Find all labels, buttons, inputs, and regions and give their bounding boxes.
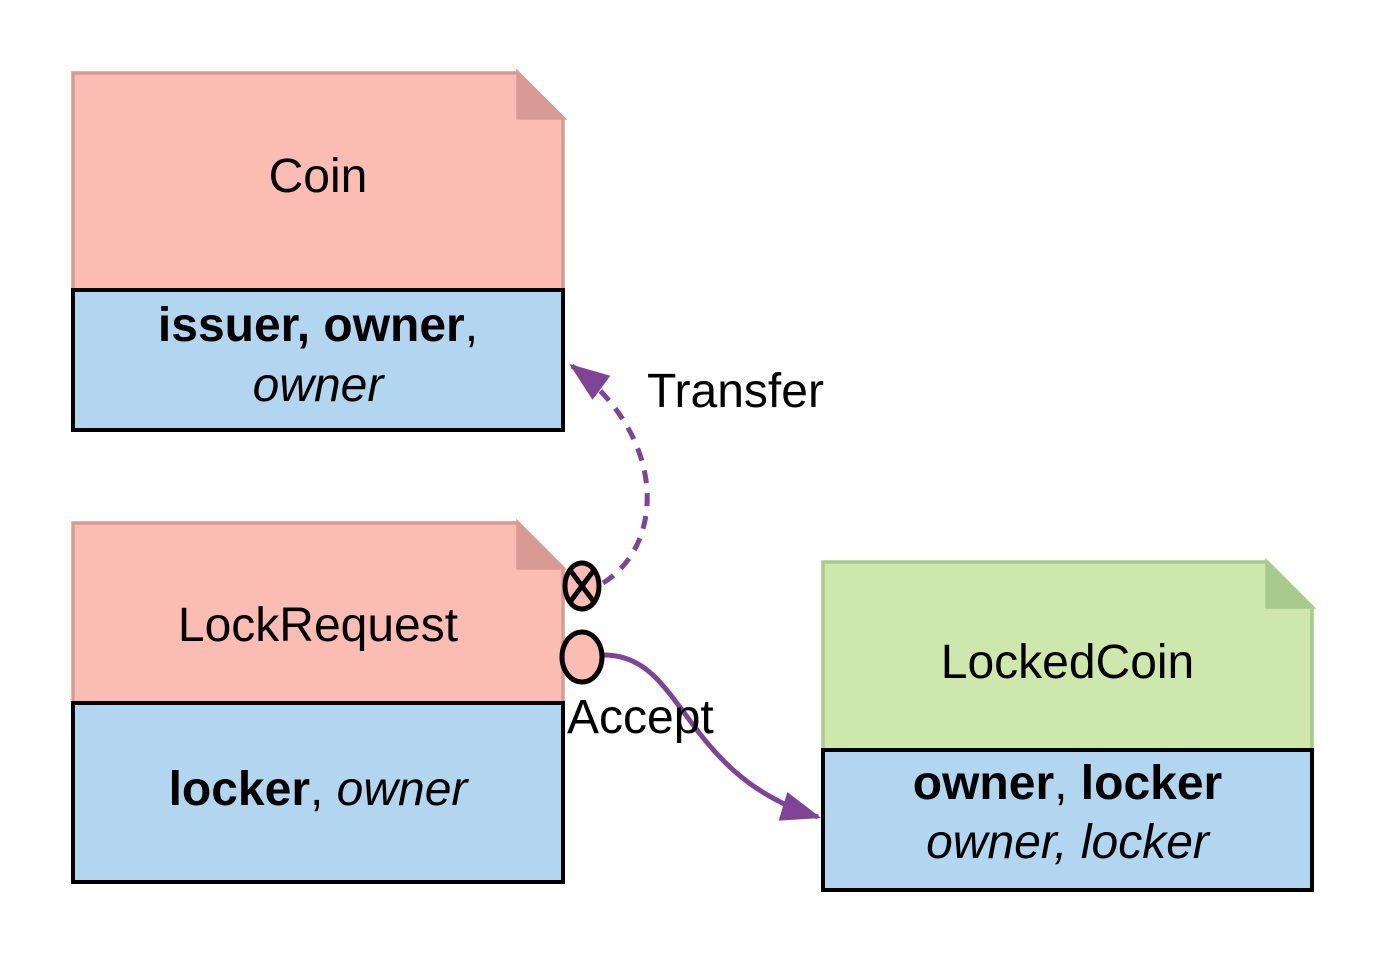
choice-x-mark	[568, 568, 596, 604]
lockrequest-note-fold	[516, 518, 568, 570]
lockedcoin-parties: owner, locker owner, locker	[823, 754, 1312, 872]
lockrequest-note-shape	[71, 521, 565, 705]
accept-edge	[603, 652, 822, 821]
lockrequest-parties-box	[71, 701, 565, 884]
coin-title: Coin	[268, 150, 368, 203]
coin-parties: issuer, owner, owner	[73, 296, 563, 416]
coin-parties-box	[71, 288, 565, 432]
coin-note-fold	[516, 68, 568, 120]
coin-note-shape	[71, 71, 565, 292]
lockedcoin-note-shape	[821, 560, 1314, 752]
accept-edge-label: Accept	[567, 691, 714, 744]
transfer-edge	[569, 363, 650, 586]
lockedcoin-signatories: owner, locker	[912, 757, 1223, 810]
lockrequest-title: LockRequest	[177, 599, 459, 652]
lockedcoin-note-fold	[1265, 557, 1317, 609]
lockedcoin-observers: owner, locker	[926, 816, 1209, 869]
lockedcoin-parties-box	[821, 748, 1314, 892]
transfer-edge-label: Transfer	[647, 365, 824, 418]
lockrequest-parties-line: locker, owner	[168, 763, 468, 816]
lockrequest-parties: locker, owner	[73, 760, 563, 820]
coin-observers: owner	[252, 359, 384, 412]
lockedcoin-title: LockedCoin	[940, 636, 1195, 689]
coin-signatories: issuer, owner,	[157, 299, 479, 352]
creating-choice-connector	[559, 629, 605, 685]
